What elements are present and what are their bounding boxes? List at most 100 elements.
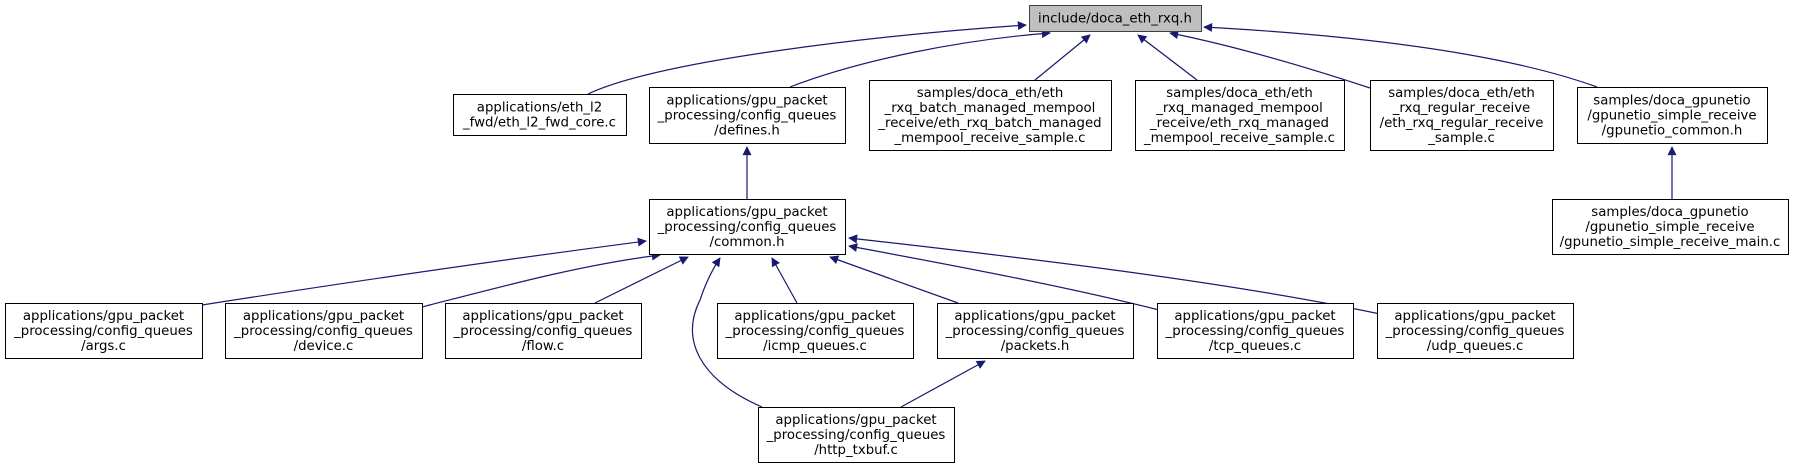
node-gpunetio-common[interactable]: samples/doca_gpunetio/gpunetio_simple_re… [1577,87,1768,144]
node-box [1370,80,1554,151]
node-box [225,303,423,359]
node-box [717,303,914,359]
node-label-line: /packets.h [1001,339,1070,354]
edge-regular-to-root [1169,30,1371,89]
node-label-line: /icmp_queues.c [763,339,867,354]
nodes-layer: include/doca_eth_rxq.h applications/eth_l… [5,5,1789,463]
node-label-line: include/doca_eth_rxq.h [1038,12,1192,27]
edge-packets_h-to-common_h [829,255,959,304]
node-label-line: _processing/config_queues [657,109,837,124]
node-label-line: samples/doca_gpunetio [1593,94,1750,109]
edge-managed-to-root [1137,34,1198,81]
node-http-txbuf-c[interactable]: applications/gpu_packet_processing/confi… [758,407,955,463]
node-args-c[interactable]: applications/gpu_packet_processing/confi… [5,303,203,359]
edge-http_txbuf_c-to-common_h [691,257,763,408]
node-regular[interactable]: samples/doca_eth/eth_rxq_regular_receive… [1370,80,1554,151]
node-gpunetio-main[interactable]: samples/doca_gpunetio/gpunetio_simple_re… [1552,199,1789,255]
node-label-line: applications/eth_l2 [477,101,602,116]
node-label-line: _processing/config_queues [766,428,946,443]
node-batch-managed[interactable]: samples/doca_eth/eth_rxq_batch_managed_m… [869,80,1112,151]
node-label-line: _processing/config_queues [233,324,413,339]
edge-eth_l2_fwd_core-to-root [587,21,1027,95]
node-label-line: /device.c [294,339,354,354]
node-box [1135,80,1345,151]
node-label-line: /defines.h [714,124,780,139]
node-box [649,199,846,255]
node-label-line: _processing/config_queues [13,324,193,339]
node-label-line: applications/gpu_packet [1174,309,1335,324]
edge-gpunetio_common-to-root [1203,22,1598,88]
node-label-line: applications/gpu_packet [666,94,827,109]
edge-args_c-to-common_h [201,237,647,306]
node-label-line: /tcp_queues.c [1209,339,1301,354]
node-label-line: _processing/config_queues [453,324,633,339]
edge-batch_managed-to-root [1034,34,1091,81]
node-label-line: applications/gpu_packet [775,413,936,428]
node-label-line: applications/gpu_packet [1394,309,1555,324]
edge-http_txbuf_c-to-packets_h [900,360,986,408]
node-label-line: _rxq_regular_receive [1392,101,1531,116]
node-box [758,407,955,463]
edge-tcp_queues_c-to-common_h [848,243,1160,311]
node-icmp-queues-c[interactable]: applications/gpu_packet_processing/confi… [717,303,914,359]
node-label-line: samples/doca_gpunetio [1591,205,1748,220]
edge-defines_h-to-root [789,29,1051,88]
node-box [445,303,642,359]
node-label-line: applications/gpu_packet [462,309,623,324]
node-box [1029,5,1202,32]
node-label-line: /flow.c [522,339,564,354]
node-label-line: _fwd/eth_l2_fwd_core.c [462,116,616,131]
node-packets-h[interactable]: applications/gpu_packet_processing/confi… [937,303,1134,359]
node-defines-h[interactable]: applications/gpu_packet_processing/confi… [649,87,846,144]
node-label-line: /gpunetio_simple_receive [1587,109,1756,124]
node-label-line: /args.c [81,339,126,354]
node-label-line: applications/gpu_packet [734,309,895,324]
node-label-line: _processing/config_queues [657,220,837,235]
node-flow-c[interactable]: applications/gpu_packet_processing/confi… [445,303,642,359]
node-label-line: _rxq_managed_mempool [1155,101,1323,116]
node-box [937,303,1134,359]
node-common-h[interactable]: applications/gpu_packet_processing/confi… [649,199,846,255]
node-label-line: /gpunetio_simple_receive [1585,220,1754,235]
node-label-line: _rxq_batch_managed_mempool [884,101,1096,116]
edge-device_c-to-common_h [421,251,661,308]
node-label-line: /eth_rxq_regular_receive [1380,116,1544,131]
edges-layer [201,21,1677,408]
node-box [1577,87,1768,144]
node-label-line: applications/gpu_packet [954,309,1115,324]
node-box [453,94,627,136]
node-label-line: _mempool_receive_sample.c [894,131,1086,146]
node-label-line: applications/gpu_packet [23,309,184,324]
node-label-line: /gpunetio_simple_receive_main.c [1560,235,1781,250]
node-root[interactable]: include/doca_eth_rxq.h [1029,5,1202,32]
node-tcp-queues-c[interactable]: applications/gpu_packet_processing/confi… [1157,303,1354,359]
node-box [1377,303,1574,359]
node-udp-queues-c[interactable]: applications/gpu_packet_processing/confi… [1377,303,1574,359]
node-label-line: /http_txbuf.c [814,443,898,458]
node-label-line: _processing/config_queues [725,324,905,339]
node-label-line: /udp_queues.c [1427,339,1524,354]
node-eth-l2-fwd-core[interactable]: applications/eth_l2_fwd/eth_l2_fwd_core.… [453,94,627,136]
node-label-line: applications/gpu_packet [666,205,827,220]
edge-icmp_queues_c-to-common_h [771,257,798,304]
node-label-line: _sample.c [1427,131,1495,146]
node-label-line: samples/doca_eth/eth [1166,86,1313,101]
node-box [869,80,1112,151]
node-label-line: _receive/eth_rxq_managed [1149,116,1329,131]
node-managed[interactable]: samples/doca_eth/eth_rxq_managed_mempool… [1135,80,1345,151]
node-label-line: samples/doca_eth/eth [917,86,1064,101]
node-label-line: _processing/config_queues [945,324,1125,339]
node-label-line: _processing/config_queues [1385,324,1565,339]
node-box [1552,199,1789,255]
node-label-line: /common.h [709,235,784,250]
node-box [5,303,203,359]
node-label-line: _processing/config_queues [1165,324,1345,339]
node-label-line: /gpunetio_common.h [1602,124,1743,139]
node-box [649,87,846,144]
node-label-line: applications/gpu_packet [243,309,404,324]
node-label-line: _receive/eth_rxq_batch_managed [877,116,1101,131]
node-label-line: _mempool_receive_sample.c [1143,131,1335,146]
edge-udp_queues_c-to-common_h [848,234,1381,315]
node-device-c[interactable]: applications/gpu_packet_processing/confi… [225,303,423,359]
